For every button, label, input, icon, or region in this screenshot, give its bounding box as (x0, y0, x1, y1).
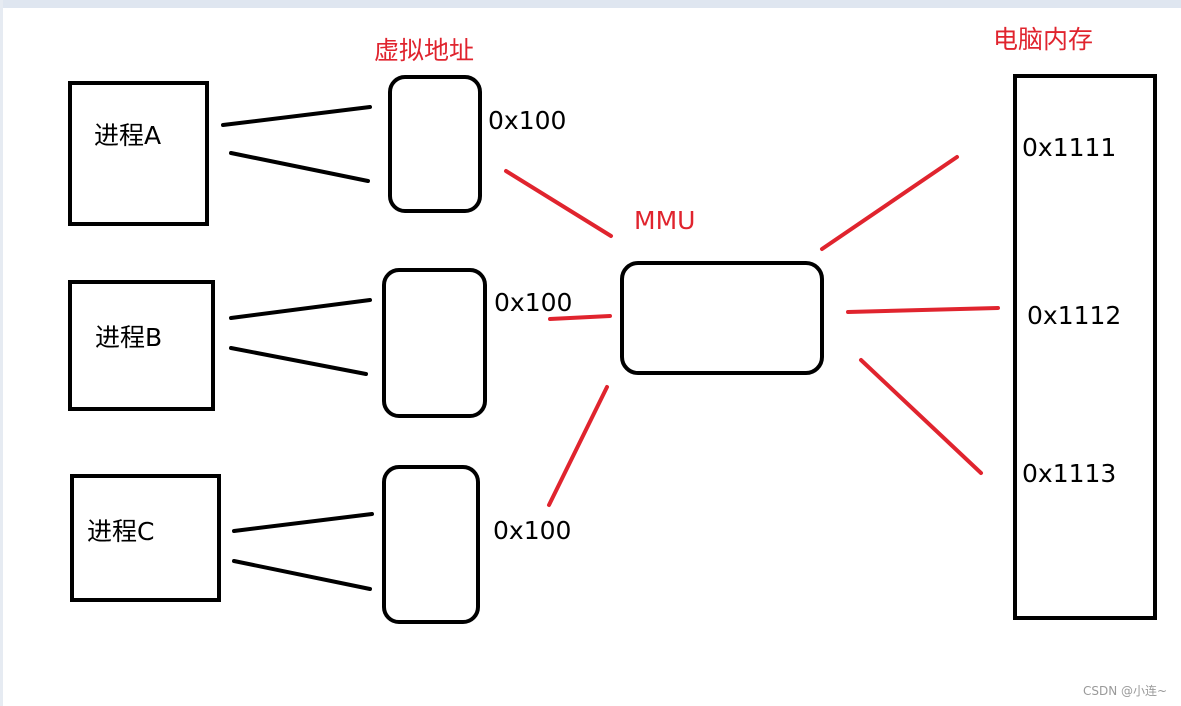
virtual-address-c: 0x100 (493, 516, 571, 545)
mmu-label: MMU (634, 206, 695, 235)
memory-title: 电脑内存 (993, 25, 1093, 54)
window-top-border (0, 0, 1181, 8)
link-b-upper (229, 298, 372, 320)
watermark: CSDN @小连~ (1083, 683, 1167, 698)
memory-link-1113 (859, 358, 983, 475)
mmu-link-b (548, 314, 612, 321)
memory-link-1112 (846, 306, 1000, 314)
mmu-output-links (820, 155, 1000, 475)
virtual-address-box-c (382, 465, 480, 624)
process-box-c (70, 474, 221, 602)
virtual-address-b: 0x100 (494, 288, 572, 317)
memory-link-1111 (820, 155, 959, 251)
process-box-a (68, 81, 209, 226)
process-links (221, 105, 374, 591)
virtual-address-a: 0x100 (488, 106, 566, 135)
memory-box (1013, 74, 1157, 620)
process-label-a: 进程A (94, 121, 161, 150)
virtual-address-box-b (382, 268, 487, 418)
link-c-lower (232, 559, 372, 591)
virtual-address-box-a (388, 75, 482, 213)
link-c-upper (232, 512, 374, 533)
memory-address-1112: 0x1112 (1027, 301, 1121, 330)
mmu-link-c (547, 385, 609, 507)
link-a-upper (221, 105, 372, 127)
memory-address-1113: 0x1113 (1022, 459, 1116, 488)
mmu-input-links (504, 169, 613, 507)
link-a-lower (229, 151, 370, 183)
process-label-b: 进程B (95, 323, 162, 352)
memory-address-1111: 0x1111 (1022, 133, 1116, 162)
process-label-c: 进程C (87, 517, 154, 546)
link-b-lower (229, 346, 368, 376)
mmu-link-a (504, 169, 613, 238)
window-left-border (0, 0, 3, 706)
process-box-b (68, 280, 215, 411)
mmu-box (620, 261, 824, 375)
virtual-address-title: 虚拟地址 (374, 36, 474, 65)
